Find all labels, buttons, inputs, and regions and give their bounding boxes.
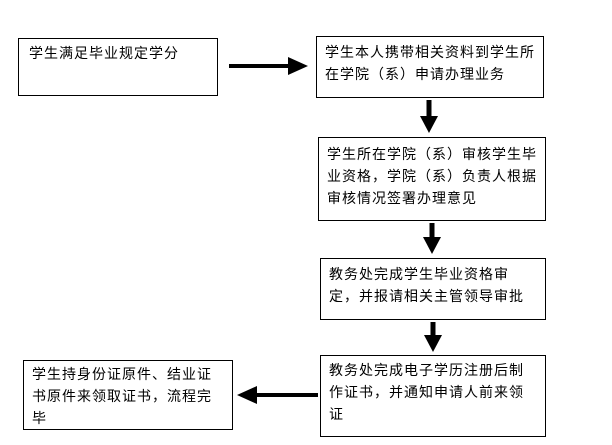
step-4-box: 教务处完成学生毕业资格审定，并报请相关主管领导审批 [320,258,546,320]
step-4-text: 教务处完成学生毕业资格审定，并报请相关主管领导审批 [329,267,524,305]
step-1-text: 学生满足毕业规定学分 [29,46,179,62]
step-6-box: 学生持身份证原件、结业证书原件来领取证书，流程完毕 [23,360,233,430]
step-6-text: 学生持身份证原件、结业证书原件来领取证书，流程完毕 [32,367,212,427]
step-3-text: 学生所在学院（系）审核学生毕业资格，学院（系）负责人根据审核情况签署办理意见 [327,147,537,207]
step-5-box: 教务处完成电子学历注册后制作证书，并通知申请人前来领证 [320,355,546,437]
step-1-box: 学生满足毕业规定学分 [18,38,218,96]
arrow-left-5-6 [237,386,318,404]
arrow-down-3-4 [423,223,441,254]
arrow-down-4-5 [424,322,442,352]
step-5-text: 教务处完成电子学历注册后制作证书，并通知申请人前来领证 [329,363,524,423]
arrow-right-1-2 [229,57,308,75]
step-2-box: 学生本人携带相关资料到学生所在学院（系）申请办理业务 [316,36,544,98]
arrow-down-2-3 [420,100,438,133]
step-3-box: 学生所在学院（系）审核学生毕业资格，学院（系）负责人根据审核情况签署办理意见 [318,137,546,221]
step-2-text: 学生本人携带相关资料到学生所在学院（系）申请办理业务 [325,45,535,83]
